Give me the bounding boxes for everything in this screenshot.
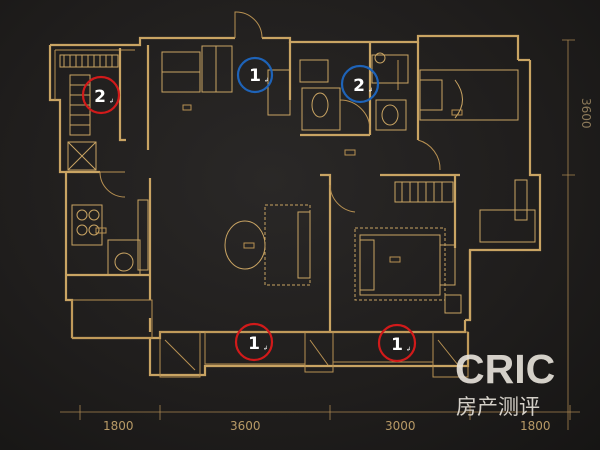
marker-blue-1-ring [236, 56, 274, 94]
watermark-sub: 房产测评 [456, 395, 540, 419]
dimension-lines [60, 39, 580, 430]
balconies [71, 299, 469, 378]
marker-blue-1-number: 1 [249, 66, 261, 86]
marker-red-2: 2 ↲ [81, 75, 121, 115]
marker-blue-1: 1 ↲ [236, 56, 274, 94]
marker-red-1-left-ring [234, 322, 274, 362]
marker-red-1-left: 1 ↲ [234, 322, 274, 362]
marker-blue-2-ring [340, 64, 380, 104]
dim-bottom-4: 1800 [520, 419, 551, 433]
cric-watermark-logo: CRIC 房产测评 [455, 346, 555, 419]
marker-blue-2-number: 2 [353, 76, 365, 96]
doors [99, 11, 441, 213]
interior-walls [66, 42, 530, 332]
marker-blue-2: 2 ↲ [340, 64, 380, 104]
marker-red-1-left-number: 1 [248, 334, 260, 354]
dim-bottom-3: 3000 [385, 419, 416, 433]
marker-blue-1-sub: ↲ [264, 77, 269, 84]
marker-red-2-number: 2 [94, 87, 106, 107]
marker-red-1-right-ring [377, 323, 417, 363]
marker-red-1-right-number: 1 [391, 335, 403, 355]
dim-bottom-1: 1800 [103, 419, 134, 433]
marker-red-2-sub: ↲ [109, 98, 114, 105]
marker-red-1-right-sub: ↲ [406, 346, 411, 353]
watermark-main: CRIC [455, 346, 555, 392]
dim-bottom-2: 3600 [230, 419, 261, 433]
marker-blue-2-sub: ↲ [368, 87, 373, 94]
dim-right: 3600 [579, 98, 593, 129]
marker-red-1-left-sub: ↲ [263, 345, 268, 352]
marker-red-2-ring [81, 75, 121, 115]
marker-red-1-right: 1 ↲ [377, 323, 417, 363]
room-labels [95, 104, 463, 263]
furniture [59, 45, 536, 314]
